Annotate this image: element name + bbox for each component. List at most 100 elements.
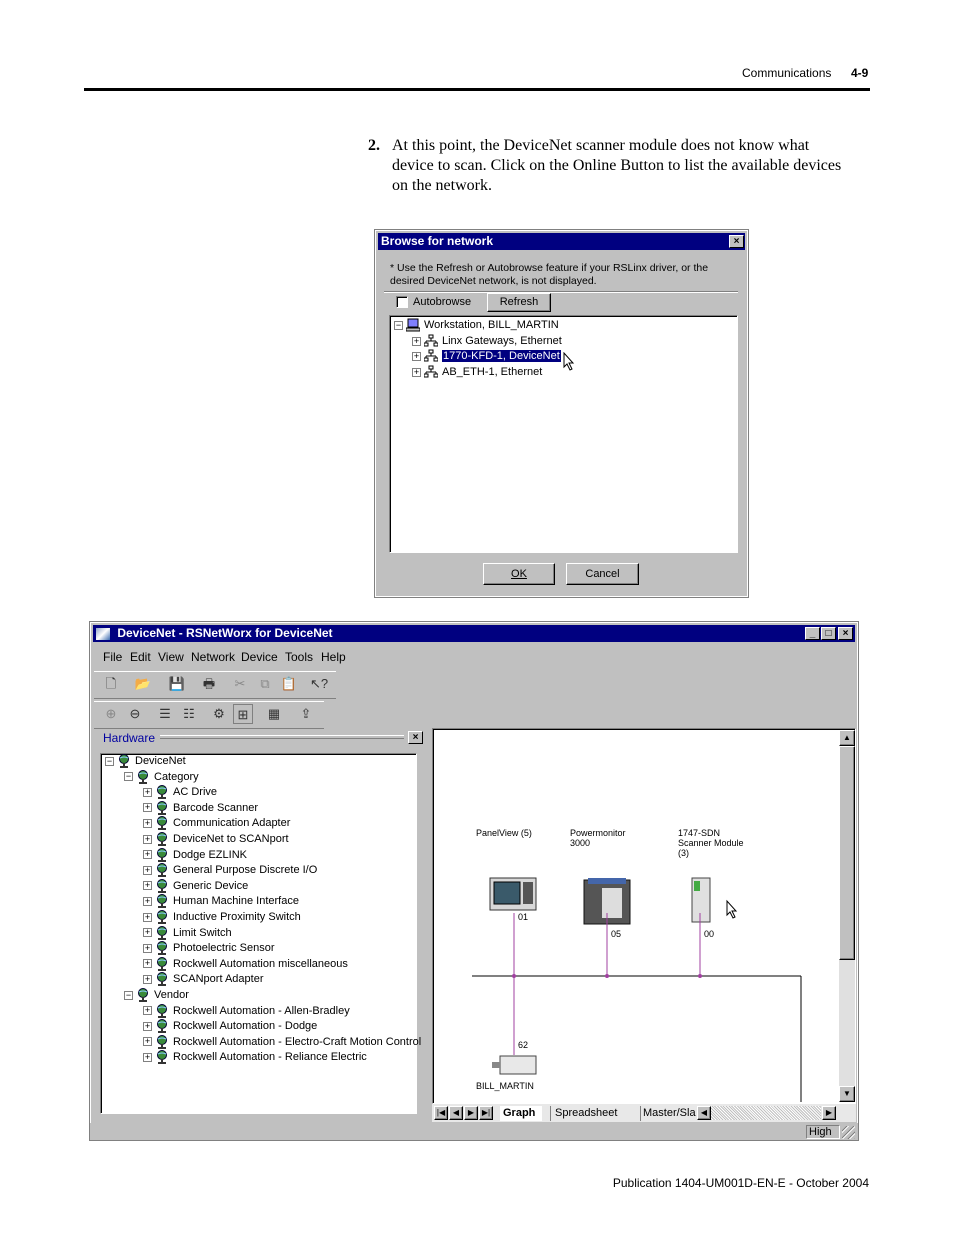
upload-icon[interactable]: ⇪ — [300, 706, 312, 721]
refresh-button[interactable]: Refresh — [487, 293, 551, 312]
expand-icon[interactable]: + — [143, 895, 152, 906]
collapse-icon[interactable]: − — [394, 319, 403, 330]
hardware-tree-item[interactable]: +Human Machine Interface — [143, 894, 299, 909]
hardware-tree-item[interactable]: +Communication Adapter — [143, 816, 290, 831]
hardware-tree-item[interactable]: +Dodge EZLINK — [143, 847, 247, 863]
expand-icon[interactable]: + — [412, 350, 421, 361]
print-icon[interactable]: 🖶 — [202, 676, 216, 691]
devicenet-globe-icon — [157, 925, 167, 940]
status-bar — [90, 1123, 858, 1140]
expand-icon[interactable]: + — [143, 958, 152, 969]
resize-grip-icon[interactable] — [842, 1126, 855, 1139]
online-icon[interactable]: ⊞ — [233, 704, 253, 724]
expand-icon[interactable]: + — [143, 864, 152, 875]
expand-icon[interactable]: + — [412, 335, 421, 346]
network-tree-item[interactable]: −Workstation, BILL_MARTIN — [394, 318, 559, 333]
expand-icon[interactable]: + — [143, 817, 152, 828]
hardware-tree-item[interactable]: +SCANport Adapter — [143, 972, 264, 987]
expand-icon[interactable]: + — [143, 927, 152, 938]
hardware-tree-item[interactable]: +General Purpose Discrete I/O — [143, 863, 317, 878]
expand-icon[interactable]: + — [143, 1020, 152, 1031]
hardware-tree-label: DeviceNet to SCANport — [173, 833, 289, 845]
expand-icon[interactable]: + — [143, 786, 152, 797]
app-close-button[interactable]: × — [838, 627, 853, 640]
tab-spreadsheet[interactable]: Spreadsheet — [550, 1106, 622, 1121]
hardware-tree-item[interactable]: −Vendor — [124, 988, 189, 1003]
collapse-icon[interactable]: − — [124, 771, 133, 782]
open-icon[interactable]: 📂 — [134, 676, 152, 691]
help-icon[interactable]: ↖? — [309, 676, 329, 691]
hardware-tree-item[interactable]: + Inductive Proximity Switch — [143, 910, 301, 925]
next-tab-button[interactable]: ▶ — [464, 1106, 478, 1120]
expand-icon[interactable]: + — [143, 942, 152, 953]
list-icon[interactable]: ☰ — [159, 706, 171, 721]
menu-file[interactable]: File — [103, 650, 123, 664]
network-tree: −Workstation, BILL_MARTIN+Linx Gateways,… — [389, 315, 738, 553]
hardware-tree-item[interactable]: +Limit Switch — [143, 925, 232, 941]
expand-icon[interactable]: + — [143, 1005, 152, 1016]
expand-icon[interactable]: + — [143, 833, 152, 844]
hscroll-left-button[interactable]: ◀ — [697, 1106, 711, 1120]
expand-icon[interactable]: + — [143, 973, 152, 984]
scroll-up-button[interactable]: ▲ — [839, 730, 855, 746]
maximize-button[interactable]: □ — [821, 627, 836, 640]
hardware-tree-item[interactable]: −Category — [124, 769, 199, 785]
expand-icon[interactable]: + — [143, 849, 152, 860]
hardware-tree-item[interactable]: +Rockwell Automation - Electro-Craft Mot… — [143, 1034, 421, 1050]
menu-help[interactable]: Help — [321, 650, 346, 664]
hardware-tree-item[interactable]: +Barcode Scanner — [143, 800, 258, 816]
collapse-icon[interactable]: − — [105, 755, 114, 766]
scroll-down-button[interactable]: ▼ — [839, 1086, 855, 1102]
tab-master-slave[interactable]: Master/Sla — [640, 1106, 696, 1121]
expand-icon[interactable]: + — [143, 911, 152, 922]
vertical-scrollbar[interactable]: ▲ ▼ — [839, 730, 855, 1102]
hardware-tree-item[interactable]: +Photoelectric Sensor — [143, 941, 275, 956]
hardware-tree-item[interactable]: +Rockwell Automation miscellaneous — [143, 956, 348, 972]
expand-icon[interactable]: + — [143, 880, 152, 891]
autobrowse-checkbox[interactable] — [396, 296, 408, 308]
cut-icon[interactable]: ✂ — [234, 676, 246, 691]
hardware-tree-item[interactable]: +Rockwell Automation - Reliance Electric — [143, 1050, 367, 1065]
zoom-out-icon[interactable]: ⊖ — [129, 706, 141, 721]
collapse-icon[interactable]: − — [124, 989, 133, 1000]
hardware-tree-item[interactable]: −DeviceNet — [105, 754, 186, 769]
zoom-in-icon[interactable]: ⊕ — [105, 706, 117, 721]
hardware-tree-item[interactable]: + DeviceNet to SCANport — [143, 832, 289, 847]
expand-icon[interactable]: + — [412, 366, 421, 377]
save-icon[interactable]: 💾 — [168, 676, 186, 691]
menu-view[interactable]: View — [158, 650, 184, 664]
hardware-tree-item[interactable]: +AC Drive — [143, 785, 217, 800]
hardware-tree-item[interactable]: +Generic Device — [143, 878, 248, 894]
network-tree-item[interactable]: +AB_ETH-1, Ethernet — [412, 365, 542, 380]
minimize-button[interactable]: _ — [805, 627, 820, 640]
first-tab-button[interactable]: |◀ — [434, 1106, 448, 1120]
hardware-tree-item[interactable]: +Rockwell Automation - Allen-Bradley — [143, 1003, 350, 1019]
expand-icon[interactable]: + — [143, 802, 152, 813]
network-tree-item[interactable]: +Linx Gateways, Ethernet — [412, 334, 562, 349]
network-tree-item[interactable]: +1770-KFD-1, DeviceNet — [412, 349, 561, 364]
expand-icon[interactable]: + — [143, 1051, 152, 1062]
hardware-tree-label: Inductive Proximity Switch — [173, 911, 301, 923]
horizontal-scrollbar[interactable] — [711, 1106, 821, 1120]
prev-tab-button[interactable]: ◀ — [449, 1106, 463, 1120]
copy-icon[interactable]: ⧉ — [260, 676, 270, 691]
last-tab-button[interactable]: ▶| — [479, 1106, 493, 1120]
ok-button[interactable]: OK — [483, 563, 555, 585]
hardware-tree-item[interactable]: +Rockwell Automation - Dodge — [143, 1019, 317, 1034]
scanner-icon[interactable]: ▦ — [267, 706, 281, 721]
scroll-thumb[interactable] — [839, 746, 855, 960]
cancel-button[interactable]: Cancel — [566, 563, 639, 585]
expand-icon[interactable]: + — [143, 1036, 152, 1047]
menu-edit[interactable]: Edit — [130, 650, 151, 664]
menu-tools[interactable]: Tools — [285, 650, 314, 664]
paste-icon[interactable]: 📋 — [280, 676, 298, 691]
device-icon[interactable]: ⚙ — [213, 706, 225, 721]
hardware-close-button[interactable]: × — [408, 731, 423, 744]
menu-network[interactable]: Network — [191, 650, 236, 664]
menu-device[interactable]: Device — [241, 650, 278, 664]
hscroll-right-button[interactable]: ▶ — [822, 1106, 836, 1120]
tree-icon[interactable]: ☷ — [183, 706, 195, 721]
new-icon[interactable]: 🗋 — [105, 676, 117, 691]
close-button[interactable]: × — [729, 235, 744, 248]
tab-graph[interactable]: Graph — [500, 1106, 542, 1121]
